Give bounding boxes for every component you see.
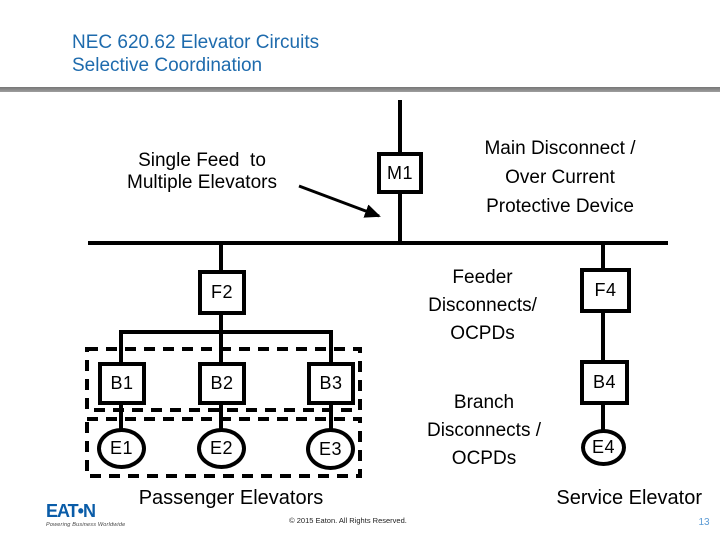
title-line-1: NEC 620.62 Elevator Circuits [72, 32, 320, 53]
copyright-text: © 2015 Eaton. All Rights Reserved. [289, 516, 407, 525]
connector-line-service-entrance [398, 100, 402, 152]
label-passenger-elevators: Passenger Elevators [138, 487, 324, 509]
connector-line-bus-to-f4 [601, 243, 605, 270]
main-bus-line [88, 241, 668, 245]
node-b2: B2 [198, 362, 246, 405]
eaton-logo-tagline: Powering Business Worldwide [46, 522, 126, 528]
node-f4: F4 [580, 268, 631, 313]
title-line-2: Selective Coordination [72, 55, 263, 76]
title-divider [0, 87, 720, 92]
slide-title: NEC 620.62 Elevator Circuits Selective C… [72, 31, 319, 77]
label-feeder-disconnects: Feeder Disconnects/ OCPDs [405, 264, 560, 348]
connector-line-f2-out [219, 313, 223, 332]
label-branch-line-3: OCPDs [451, 448, 517, 469]
node-b1: B1 [98, 362, 146, 405]
connector-line-to-b2 [219, 332, 223, 364]
connector-line-to-b1 [119, 332, 123, 364]
eaton-logo: EAT•N Powering Business Worldwide [46, 501, 166, 528]
label-branch-line-2: Disconnects / [426, 420, 542, 441]
connector-line-bus-to-f2 [219, 243, 223, 272]
label-single-feed: Single Feed to Multiple Elevators [93, 150, 311, 194]
sub-bus-line [119, 330, 333, 334]
connector-line-f4-b4 [601, 311, 605, 362]
label-feeder-line-3: OCPDs [450, 323, 515, 344]
label-main-disconnect-line-2: Over Current [505, 167, 615, 188]
single-feed-arrow [298, 184, 381, 218]
label-feeder-line-2: Disconnects/ [428, 295, 537, 316]
node-e1: E1 [97, 428, 146, 469]
page-number: 13 [698, 517, 710, 528]
connector-line-b2-e2 [219, 403, 223, 430]
label-main-disconnect: Main Disconnect / Over Current Protectiv… [448, 134, 672, 221]
node-b3: B3 [307, 362, 355, 405]
label-branch-line-1: Branch [453, 392, 515, 413]
connector-line-to-b3 [329, 332, 333, 364]
node-e2: E2 [197, 428, 246, 469]
eaton-logo-wordmark: EAT•N [46, 501, 96, 521]
label-service-elevator: Service Elevator [556, 487, 702, 509]
label-feeder-line-1: Feeder [452, 267, 513, 288]
label-main-disconnect-line-1: Main Disconnect / [484, 138, 636, 159]
label-branch-disconnects: Branch Disconnects / OCPDs [403, 389, 565, 473]
node-b4: B4 [580, 360, 629, 405]
node-m1: M1 [377, 152, 423, 194]
connector-line-m1-to-bus [398, 193, 402, 243]
connector-line-b3-e3 [329, 403, 333, 430]
connector-line-b4-e4 [601, 403, 605, 432]
node-f2: F2 [198, 270, 246, 315]
label-single-feed-line-2: Multiple Elevators [127, 172, 277, 193]
node-e3: E3 [306, 428, 355, 470]
label-single-feed-line-1: Single Feed to [138, 150, 266, 171]
node-e4: E4 [581, 429, 626, 466]
label-main-disconnect-line-3: Protective Device [486, 196, 634, 217]
connector-line-b1-e1 [119, 403, 123, 430]
